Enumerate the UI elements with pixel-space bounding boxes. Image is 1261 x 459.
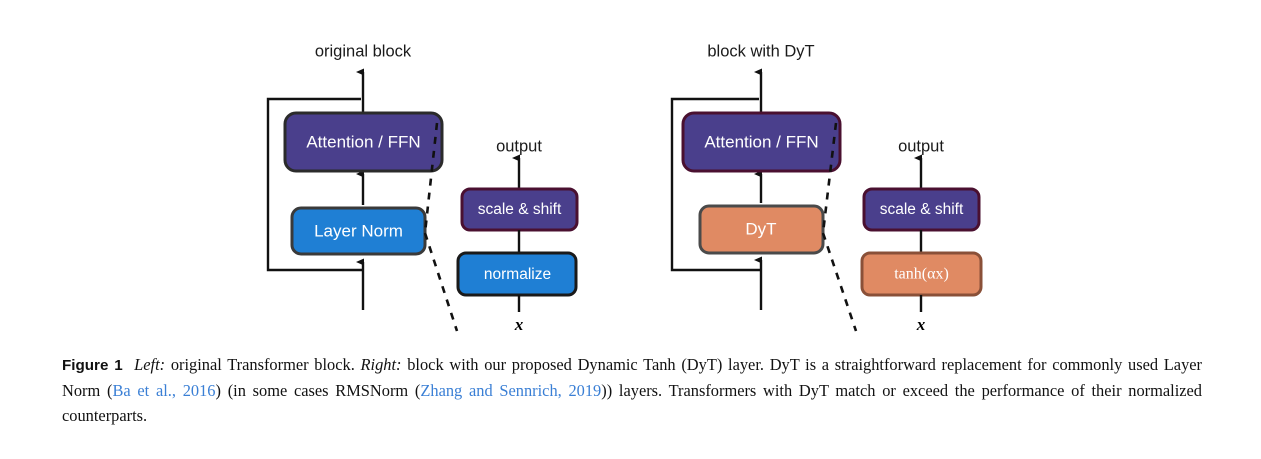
figure-caption-number: Figure 1: [62, 357, 123, 374]
figure-svg: original block Attention / FFN Layer Nor…: [266, 42, 983, 334]
right-panel-block-with-dyt: block with DyT Attention / FFN DyT: [670, 42, 983, 334]
left-block-attention-ffn-rect: [283, 111, 444, 173]
left-block-layer-norm: Layer Norm: [290, 206, 427, 256]
caption-segment-2: Right:: [360, 355, 402, 374]
right-residual-connection: [670, 97, 761, 272]
right-dashed-lower: [821, 232, 858, 332]
left-detail-column: output scale & shift normalize x: [456, 137, 579, 334]
right-detail-block-tanh-alpha-x: tanh(αx): [860, 251, 983, 297]
caption-segment-1: original Transformer block.: [165, 355, 361, 374]
left-dashed-upper: [423, 122, 439, 234]
right-panel-title: block with DyT: [707, 42, 814, 60]
left-detail-block-scale-and-shift: scale & shift: [460, 187, 579, 232]
left-detail-normalize-label: normalize: [484, 266, 551, 283]
left-detail-scale-shift-label: scale & shift: [478, 201, 562, 218]
left-detail-block-normalize: normalize: [456, 251, 578, 297]
left-dashed-lower: [423, 232, 459, 332]
caption-segment-3: block with our proposed Dynamic Tanh (Dy…: [62, 355, 1202, 400]
left-block-attention-ffn-label: Attention / FFN: [306, 132, 420, 151]
figure-caption: Figure 1 Left: original Transformer bloc…: [62, 352, 1202, 428]
caption-segment-6[interactable]: Zhang and Sennrich, 2019: [420, 381, 602, 400]
left-block-layer-norm-rect: [290, 206, 427, 256]
right-dashed-upper: [821, 122, 838, 234]
left-block-layer-norm-label: Layer Norm: [314, 221, 403, 240]
left-detail-normalize-rect: [456, 251, 578, 297]
right-detail-scale-shift-label: scale & shift: [880, 201, 964, 218]
left-panel-title: original block: [315, 42, 412, 60]
right-block-dyt: DyT: [698, 204, 825, 255]
caption-segment-7: )) layers. Transformers with DyT match o…: [62, 381, 1203, 425]
right-block-attention-ffn-rect: [681, 111, 842, 173]
right-detail-block-scale-and-shift: scale & shift: [862, 187, 981, 232]
right-block-dyt-rect: [698, 204, 825, 255]
left-residual-connection: [266, 97, 363, 272]
caption-segment-5: ) (in some cases RMSNorm (: [215, 381, 421, 400]
left-panel-original-block: original block Attention / FFN Layer Nor…: [266, 42, 579, 334]
right-detail-input-label: x: [916, 315, 926, 334]
right-block-attention-ffn-label: Attention / FFN: [704, 132, 818, 151]
left-detail-output-label: output: [496, 137, 542, 155]
left-detail-input-label: x: [514, 315, 524, 334]
right-block-attention-ffn: Attention / FFN: [681, 111, 842, 173]
left-block-attention-ffn: Attention / FFN: [283, 111, 444, 173]
right-detail-output-label: output: [898, 137, 944, 155]
right-block-dyt-label: DyT: [745, 219, 776, 238]
right-detail-tanh-label: tanh(αx): [894, 266, 949, 283]
caption-segment-0: Left:: [134, 355, 166, 374]
figure-diagram: original block Attention / FFN Layer Nor…: [266, 42, 983, 334]
right-detail-column: output scale & shift tanh(αx) x: [860, 137, 983, 334]
caption-segment-4[interactable]: Ba et al., 2016: [112, 381, 216, 400]
figure-caption-body: Left: original Transformer block. Right:…: [62, 355, 1202, 425]
